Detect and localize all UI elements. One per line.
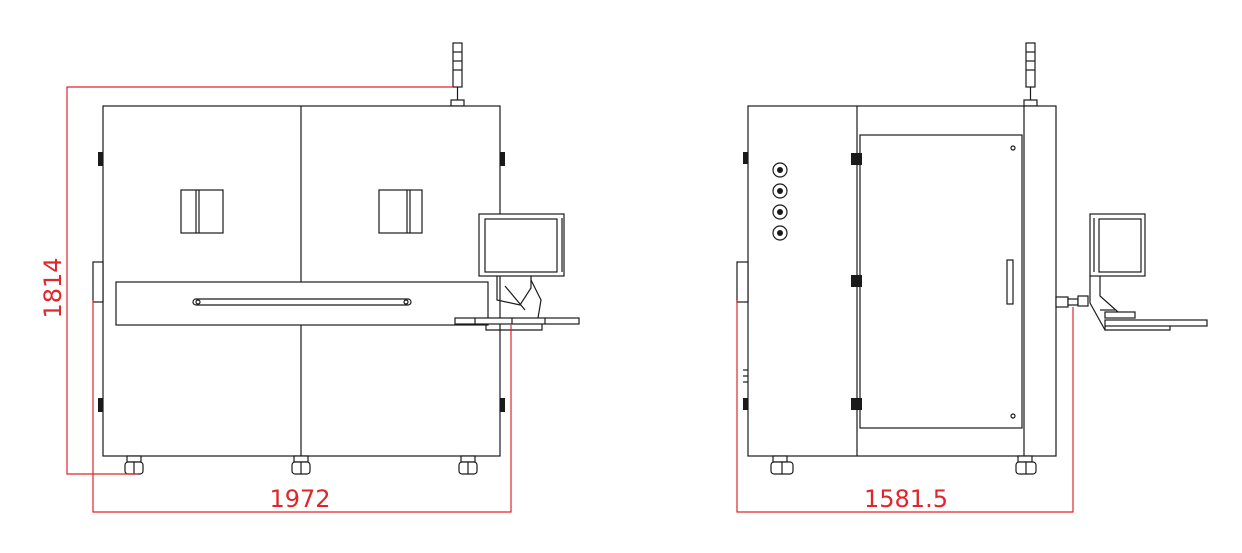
side-signal-tower — [1023, 42, 1038, 107]
side-caster-left — [770, 455, 794, 475]
side-width-label: 1581.5 — [864, 485, 948, 513]
front-window-right — [378, 189, 423, 234]
side-caster-right — [1015, 455, 1037, 475]
front-view — [92, 42, 580, 475]
front-height-label: 1814 — [39, 257, 67, 318]
front-caster-right — [458, 455, 478, 475]
side-keyboard-tray — [1104, 319, 1208, 331]
side-monitor — [1089, 213, 1146, 331]
front-keyboard-tray — [454, 317, 580, 331]
front-window-left — [180, 189, 224, 234]
front-width-dimension: 1972 — [92, 300, 512, 513]
front-caster-left — [124, 455, 144, 475]
front-monitor — [478, 213, 565, 319]
front-height-dimension: 1814 — [39, 86, 453, 475]
front-caster-middle — [291, 455, 311, 475]
front-width-label: 1972 — [269, 485, 330, 513]
side-service-door — [851, 134, 1023, 429]
side-width-dimension: 1581.5 — [736, 300, 1074, 513]
front-handle — [192, 298, 412, 306]
front-signal-tower — [450, 42, 465, 107]
side-connectors — [772, 162, 788, 241]
side-view — [736, 42, 1208, 475]
